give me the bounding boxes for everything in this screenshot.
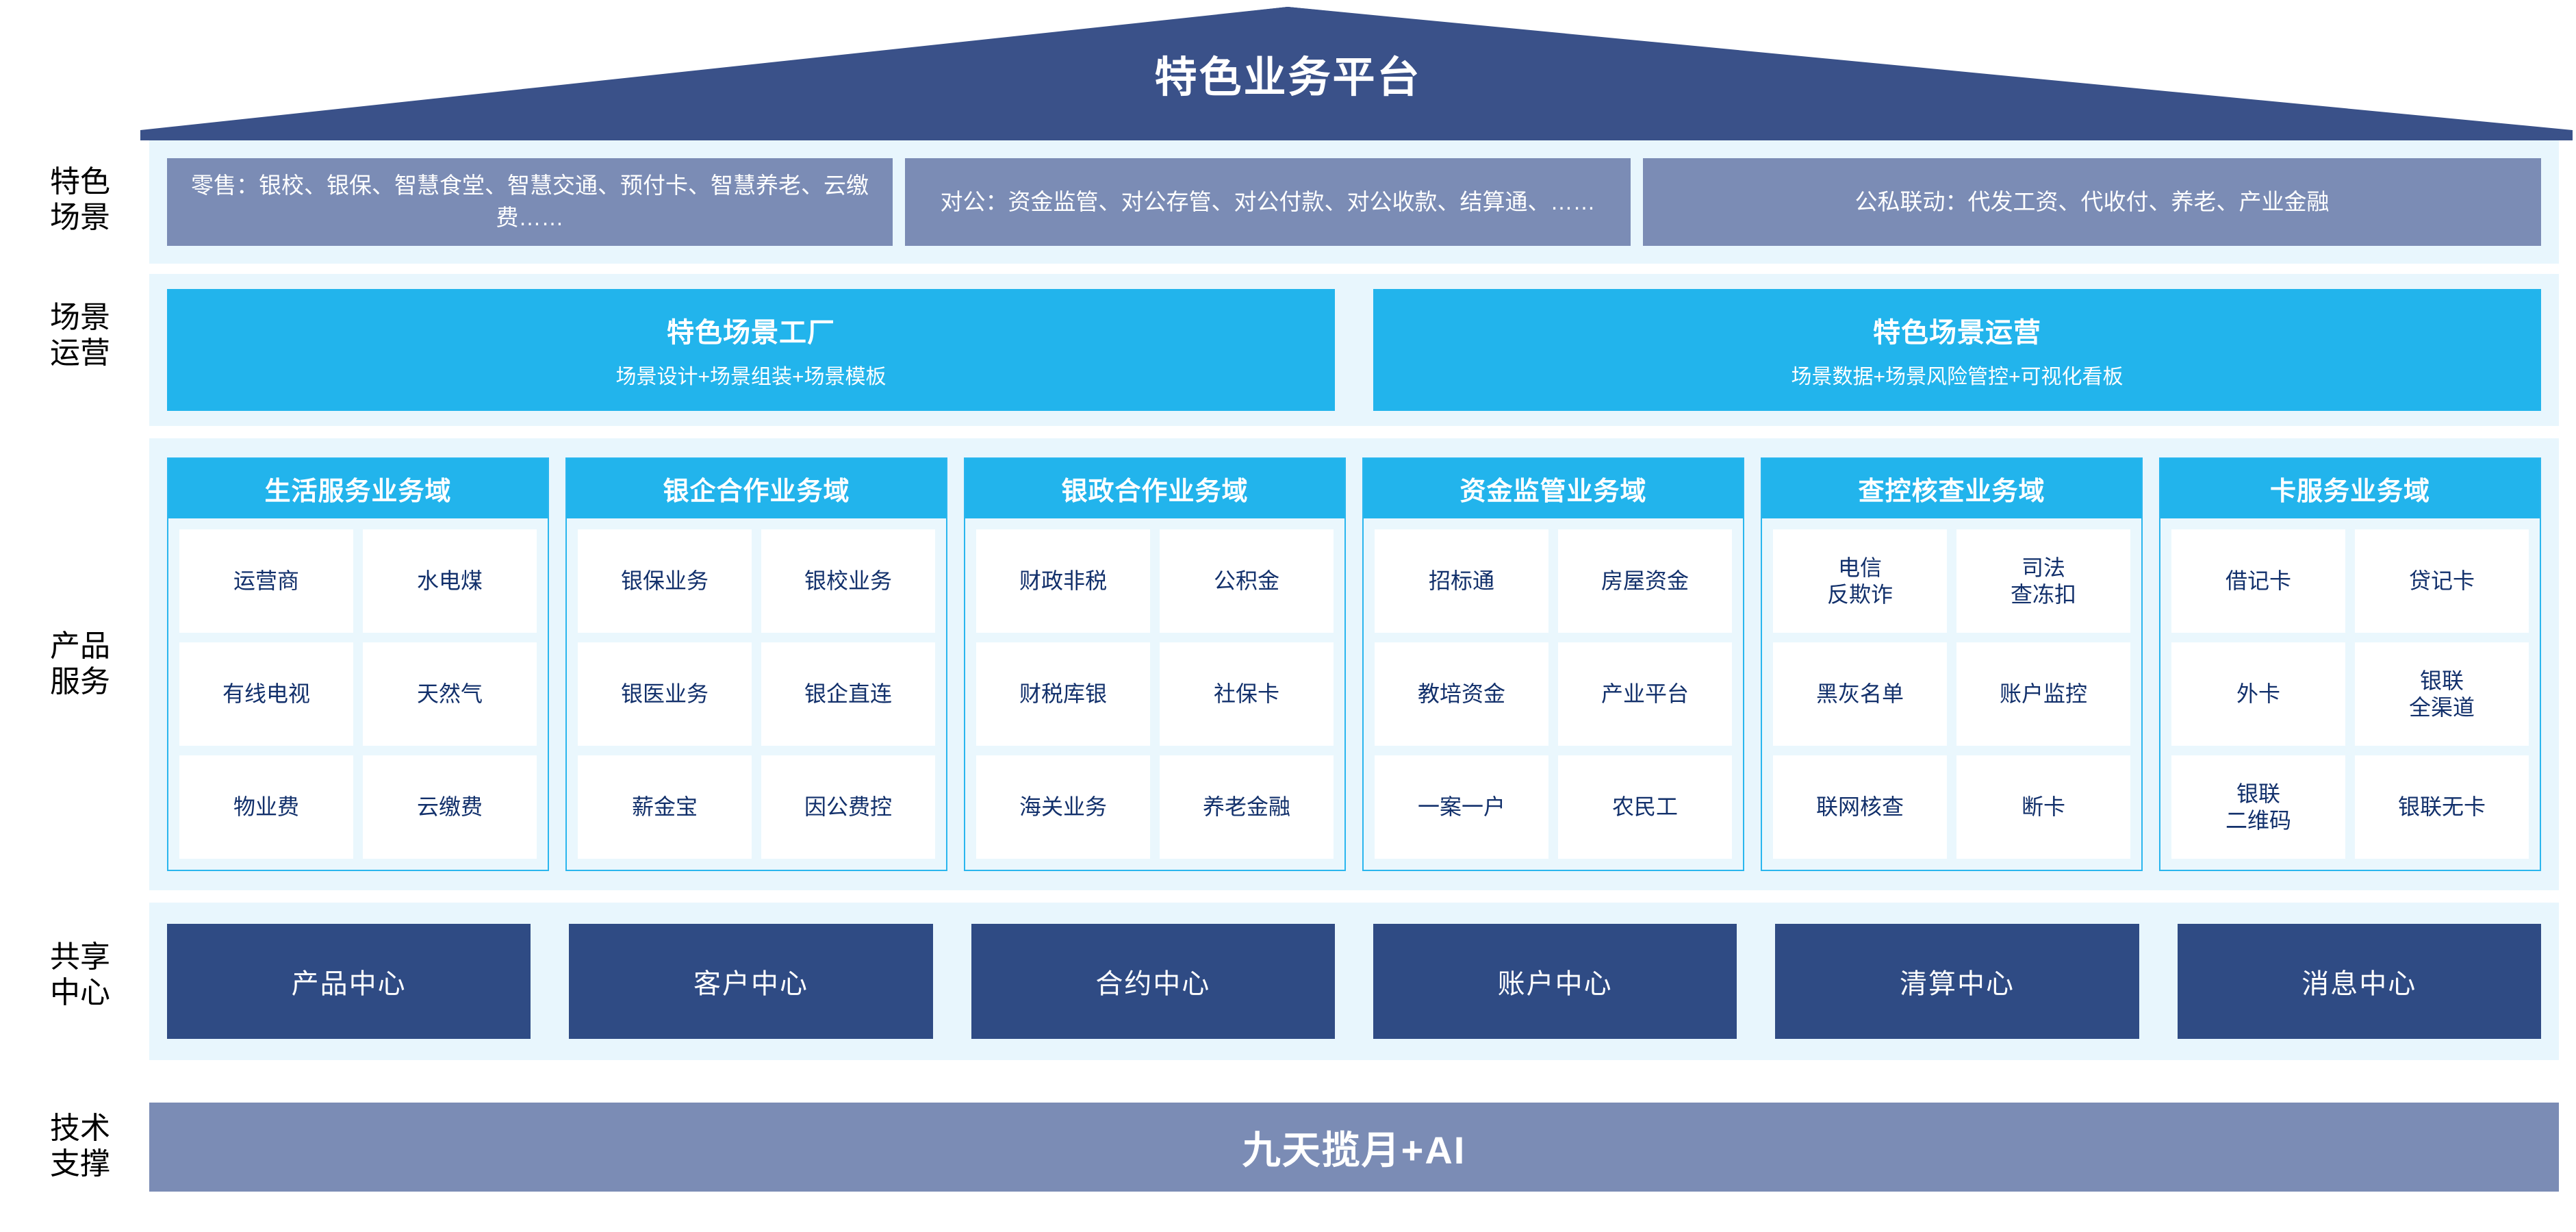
domain-cell[interactable]: 断卡 [1956,755,2130,859]
domain-title: 查控核查业务域 [1762,459,2141,518]
domain-cell[interactable]: 云缴费 [363,755,537,859]
domain-cell[interactable]: 水电煤 [363,529,537,633]
row-label-operation: 场景 运营 [50,301,110,370]
domain-cell[interactable]: 天然气 [363,642,537,746]
domain-cell-grid: 财政非税 公积金 财税库银 社保卡 海关业务 养老金融 [965,518,1344,870]
domain-cell[interactable]: 银联 全渠道 [2355,642,2529,746]
domain-cell[interactable]: 银保业务 [578,529,752,633]
domain-cell[interactable]: 产业平台 [1558,642,1732,746]
shared-center-contract[interactable]: 合约中心 [971,924,1335,1039]
domain-column-fund-supervision: 资金监管业务域 招标通 房屋资金 教培资金 产业平台 一案一户 农民工 [1362,457,1744,871]
domain-cell[interactable]: 银校业务 [761,529,935,633]
domain-cell[interactable]: 银医业务 [578,642,752,746]
domain-cell[interactable]: 财税库银 [976,642,1150,746]
domain-cell[interactable]: 养老金融 [1160,755,1334,859]
domain-cell[interactable]: 公积金 [1160,529,1334,633]
shared-center-product[interactable]: 产品中心 [167,924,531,1039]
domain-cell[interactable]: 海关业务 [976,755,1150,859]
domain-cell-grid: 银保业务 银校业务 银医业务 银企直连 薪金宝 因公费控 [567,518,946,870]
ops-subtitle: 场景设计+场景组装+场景模板 [615,366,887,388]
domain-title: 银政合作业务域 [965,459,1344,518]
domain-cell[interactable]: 物业费 [179,755,353,859]
domain-cell[interactable]: 社保卡 [1160,642,1334,746]
row-label-products: 产品 服务 [50,629,110,699]
domain-column-bank-government: 银政合作业务域 财政非税 公积金 财税库银 社保卡 海关业务 养老金融 [964,457,1346,871]
domain-column-life-service: 生活服务业务域 运营商 水电煤 有线电视 天然气 物业费 云缴费 [167,457,549,871]
shared-center-customer[interactable]: 客户中心 [569,924,933,1039]
operation-panel: 特色场景工厂 场景设计+场景组装+场景模板 特色场景运营 场景数据+场景风险管控… [149,274,2559,426]
ops-title: 特色场景运营 [1873,318,2041,348]
domain-cell[interactable]: 运营商 [179,529,353,633]
shared-center-panel: 产品中心 客户中心 合约中心 账户中心 清算中心 消息中心 [149,903,2559,1060]
row-label-shared: 共享 中心 [50,940,110,1009]
page-title: 特色业务平台 [1154,54,1422,101]
row-label-tech: 技术 支撑 [50,1111,110,1181]
domain-cell-grid: 借记卡 贷记卡 外卡 银联 全渠道 银联 二维码 银联无卡 [2160,518,2540,870]
scene-box-public-private: 公私联动：代发工资、代收付、养老、产业金融 [1643,158,2541,246]
domain-cell[interactable]: 银联无卡 [2355,755,2529,859]
domain-cell-grid: 招标通 房屋资金 教培资金 产业平台 一案一户 农民工 [1364,518,1743,870]
domain-cell[interactable]: 账户监控 [1956,642,2130,746]
domain-cell-grid: 运营商 水电煤 有线电视 天然气 物业费 云缴费 [168,518,548,870]
ops-title: 特色场景工厂 [667,318,835,348]
domain-cell[interactable]: 薪金宝 [578,755,752,859]
domain-cell[interactable]: 外卡 [2171,642,2345,746]
products-panel: 生活服务业务域 运营商 水电煤 有线电视 天然气 物业费 云缴费 银企合作业务域… [149,438,2559,890]
shared-center-message[interactable]: 消息中心 [2177,924,2541,1039]
shared-center-account[interactable]: 账户中心 [1373,924,1737,1039]
platform-roof: 特色业务平台 [0,0,2576,140]
domain-cell[interactable]: 一案一户 [1375,755,1548,859]
domain-title: 资金监管业务域 [1364,459,1743,518]
domain-cell[interactable]: 贷记卡 [2355,529,2529,633]
domain-title: 银企合作业务域 [567,459,946,518]
tech-support-panel: 九天揽月+AI [149,1103,2559,1192]
domain-cell[interactable]: 招标通 [1375,529,1548,633]
domain-cell[interactable]: 黑灰名单 [1773,642,1947,746]
scene-box-corporate: 对公：资金监管、对公存管、对公付款、对公收款、结算通、…… [905,158,1631,246]
ops-box-scene-operation: 特色场景运营 场景数据+场景风险管控+可视化看板 [1373,289,2541,411]
domain-cell[interactable]: 因公费控 [761,755,935,859]
domain-cell[interactable]: 财政非税 [976,529,1150,633]
domain-column-investigation: 查控核查业务域 电信 反欺诈 司法 查冻扣 黑灰名单 账户监控 联网核查 断卡 [1761,457,2143,871]
domain-column-card-service: 卡服务业务域 借记卡 贷记卡 外卡 银联 全渠道 银联 二维码 银联无卡 [2159,457,2541,871]
domain-cell[interactable]: 房屋资金 [1558,529,1732,633]
roof-shape [140,7,2573,140]
domain-title: 卡服务业务域 [2160,459,2540,518]
domain-column-bank-enterprise: 银企合作业务域 银保业务 银校业务 银医业务 银企直连 薪金宝 因公费控 [565,457,947,871]
domain-cell[interactable]: 有线电视 [179,642,353,746]
domain-cell[interactable]: 司法 查冻扣 [1956,529,2130,633]
domain-cell[interactable]: 联网核查 [1773,755,1947,859]
row-label-scene: 特色 场景 [50,165,110,234]
domain-cell-grid: 电信 反欺诈 司法 查冻扣 黑灰名单 账户监控 联网核查 断卡 [1762,518,2141,870]
shared-center-clearing[interactable]: 清算中心 [1775,924,2139,1039]
ops-subtitle: 场景数据+场景风险管控+可视化看板 [1791,366,2124,388]
domain-cell[interactable]: 银联 二维码 [2171,755,2345,859]
domain-cell[interactable]: 电信 反欺诈 [1773,529,1947,633]
domain-cell[interactable]: 教培资金 [1375,642,1548,746]
domain-title: 生活服务业务域 [168,459,548,518]
domain-cell[interactable]: 农民工 [1558,755,1732,859]
ops-box-scene-factory: 特色场景工厂 场景设计+场景组装+场景模板 [167,289,1335,411]
domain-cell[interactable]: 银企直连 [761,642,935,746]
scene-box-retail: 零售：银校、银保、智慧食堂、智慧交通、预付卡、智慧养老、云缴费…… [167,158,893,246]
domain-cell[interactable]: 借记卡 [2171,529,2345,633]
scene-panel: 零售：银校、银保、智慧食堂、智慧交通、预付卡、智慧养老、云缴费…… 对公：资金监… [149,140,2559,264]
tech-support-bar: 九天揽月+AI [149,1103,2559,1192]
